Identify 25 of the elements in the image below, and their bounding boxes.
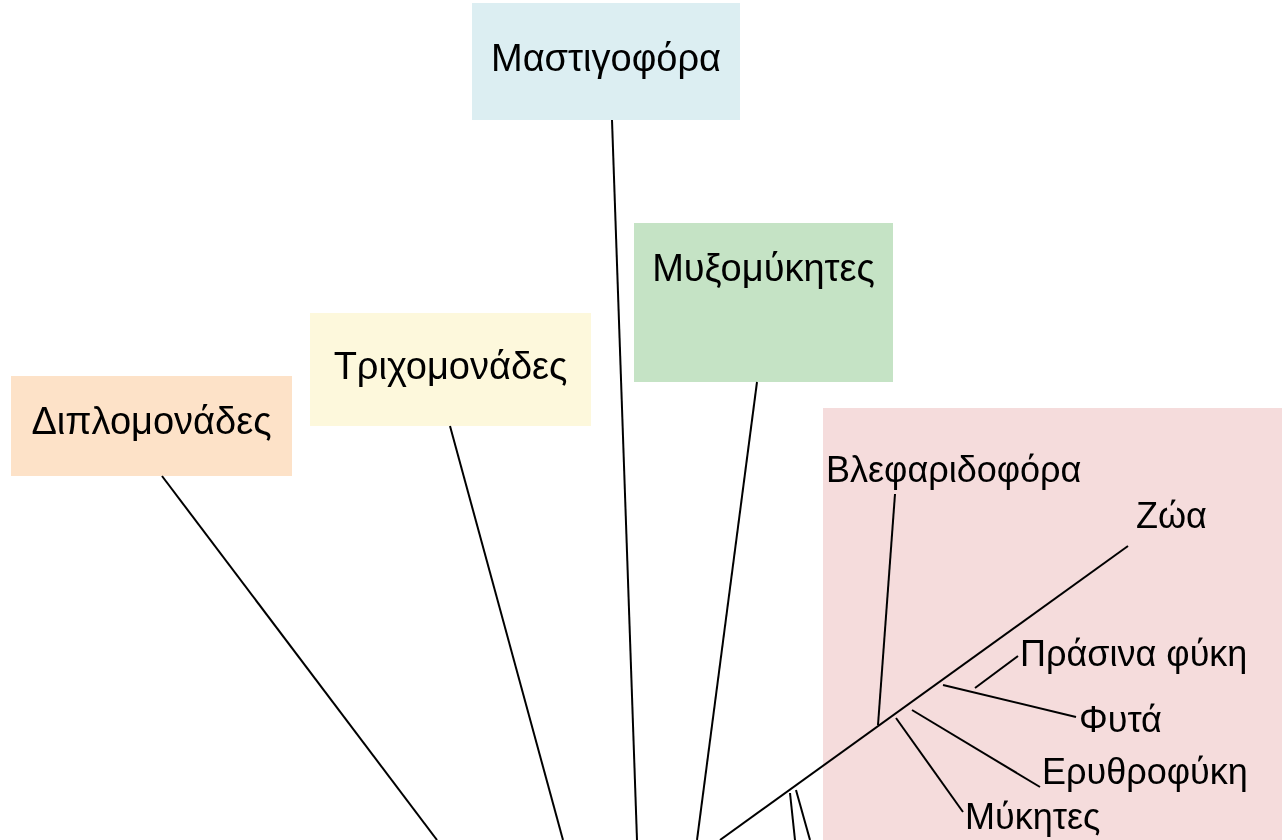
label-box [310, 313, 591, 426]
taxon-label: Φυτά [1079, 700, 1162, 740]
tree-branch [911, 709, 1041, 788]
label-box [11, 376, 292, 476]
tree-branch [449, 425, 564, 840]
taxon-label: Πράσινα φύκη [1020, 634, 1248, 674]
label-box [472, 3, 740, 120]
clade-region [823, 408, 1282, 840]
tree-branch [877, 493, 896, 726]
tree-branch [719, 545, 1129, 840]
label-box [634, 223, 893, 382]
tree-branch [942, 684, 1077, 718]
tree-branch [611, 119, 638, 840]
tree-branch [161, 475, 438, 840]
taxon-label: Μύκητες [965, 797, 1101, 837]
tree-branch [895, 717, 964, 813]
taxon-label: Βλεφαριδοφόρα [826, 450, 1082, 490]
taxon-label: Ερυθροφύκη [1042, 752, 1248, 792]
taxon-name: Διπλομονάδες [31, 402, 272, 440]
taxon-name: Μυξομύκητες [652, 249, 875, 287]
taxon-label: Ζώα [1136, 496, 1207, 536]
taxon-name: Μαστιγοφόρα [491, 39, 721, 77]
tree-branch [974, 655, 1019, 689]
taxon-name: Τριχομονάδες [333, 347, 568, 385]
tree-branch [696, 381, 758, 840]
